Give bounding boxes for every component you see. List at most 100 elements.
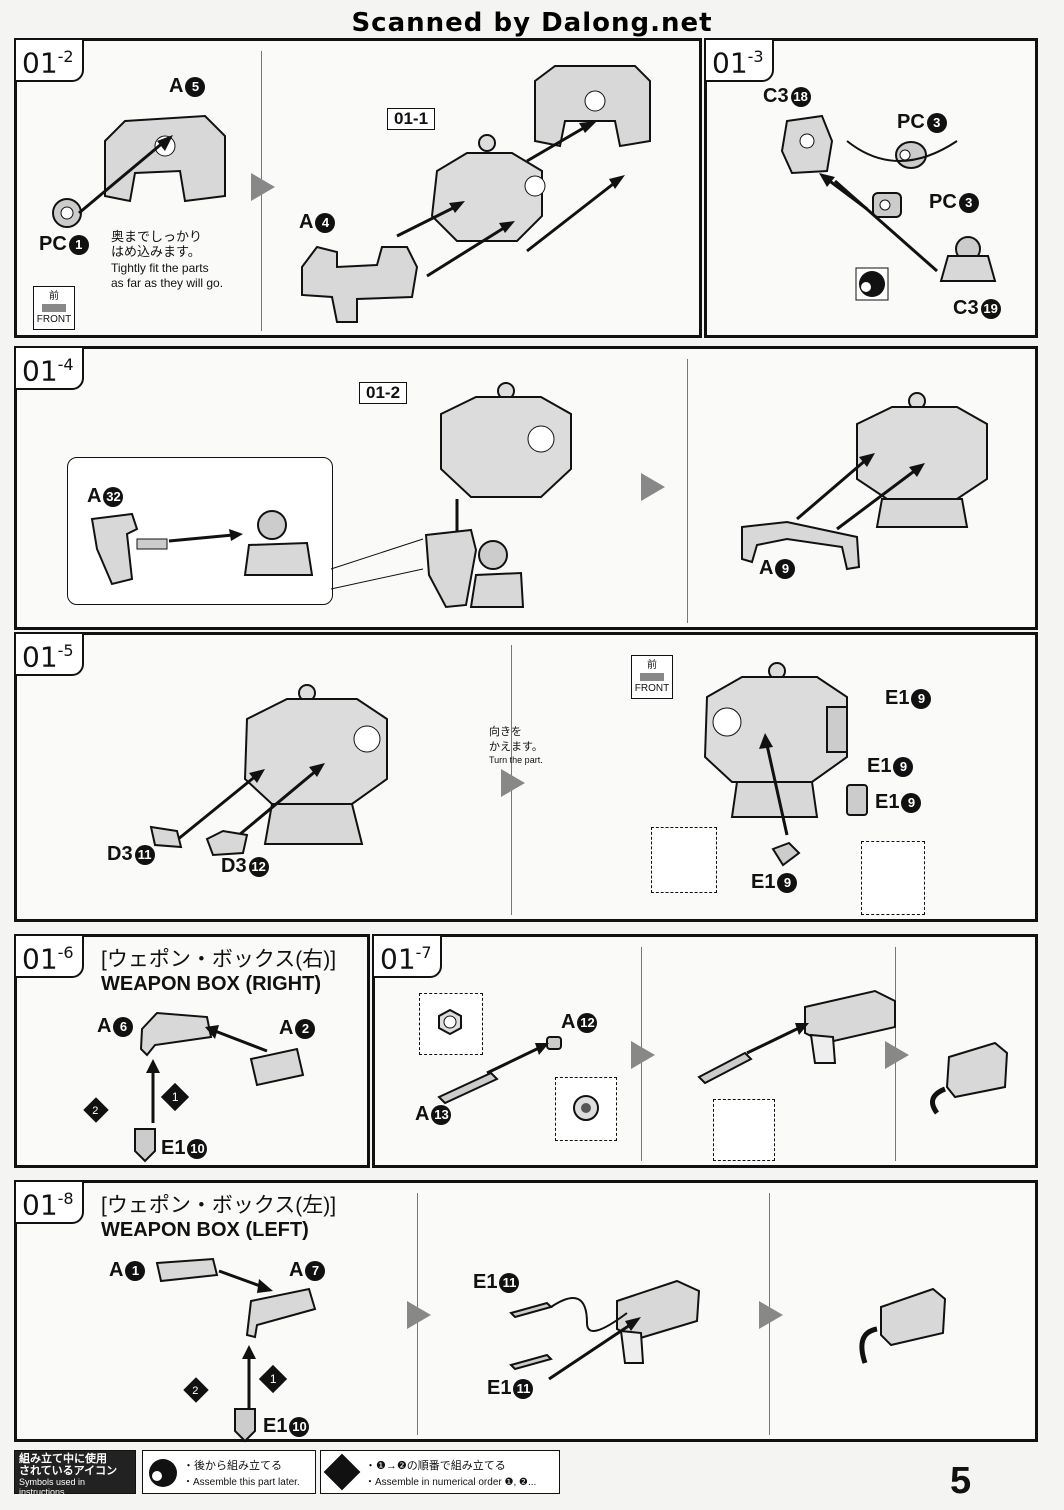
step-01-6-tag: 01-6 xyxy=(14,934,84,979)
callout-pointer xyxy=(330,538,424,590)
next-step-arrow xyxy=(885,1041,909,1069)
part-a5-top-drawing xyxy=(534,65,651,148)
order-2-icon: 2 xyxy=(83,1097,109,1123)
part-e1-11-b-drawing xyxy=(509,1353,553,1371)
assemble-later-icon xyxy=(149,1459,177,1487)
part-e1-9-drawing xyxy=(846,784,868,816)
assemble-later-icon xyxy=(855,267,889,301)
part-shoulder-drawing xyxy=(424,528,525,609)
hex-hole-icon xyxy=(438,1008,462,1036)
part-weapon-box-rotated-drawing xyxy=(930,1041,1009,1115)
step-01-5-tag: 01-5 xyxy=(14,632,84,677)
next-step-arrow xyxy=(759,1301,783,1329)
part-core-front-drawing xyxy=(703,662,848,818)
step-01-8-title-jp: [ウェポン・ボックス(左)] xyxy=(101,1194,337,1217)
part-a1-drawing xyxy=(155,1257,219,1283)
legend-later-box: ・後から組み立てる ・Assemble this part later. xyxy=(142,1450,316,1494)
front-arrow-icon xyxy=(640,673,664,681)
part-e1-11-a-drawing xyxy=(509,1301,553,1319)
page-number: 5 xyxy=(950,1460,972,1502)
next-step-arrow xyxy=(251,173,275,201)
front-indicator: 前 FRONT xyxy=(631,655,673,699)
part-shoulder-small-drawing xyxy=(243,510,314,576)
part-e1-10-drawing xyxy=(234,1408,256,1443)
step-01-6-title-jp: [ウェポン・ボックス(右)] xyxy=(101,948,337,971)
note-en: Tightly fit the parts as far as they wil… xyxy=(111,261,224,290)
part-a6-drawing xyxy=(139,1011,213,1057)
step-01-6-panel: 01-6 [ウェポン・ボックス(右)] WEAPON BOX (RIGHT) A… xyxy=(14,934,370,1168)
part-a32-drawing xyxy=(90,512,168,586)
next-step-arrow xyxy=(631,1041,655,1069)
note-jp: 奥までしっかり はめ込みます。 xyxy=(111,229,203,259)
part-a7-drawing xyxy=(245,1287,317,1339)
turn-note-jp: 向きを かえます。 xyxy=(489,726,543,753)
step-01-7-tag: 01-7 xyxy=(372,934,442,979)
step-01-8-tag: 01-8 xyxy=(14,1180,84,1225)
step-01-6-title-en: WEAPON BOX (RIGHT) xyxy=(101,973,321,995)
assembly-arrow xyxy=(218,1269,273,1293)
assembly-arrows xyxy=(176,763,325,847)
turn-note-en: Turn the part. xyxy=(489,755,543,765)
assembly-arrow xyxy=(746,1023,809,1055)
part-core-side-drawing xyxy=(243,684,388,845)
part-a4-drawing xyxy=(301,245,419,323)
step-01-2-tag: 01-2 xyxy=(14,38,84,83)
assembly-arrows xyxy=(796,453,925,531)
order-1-icon: 1 xyxy=(160,1082,190,1112)
legend-order-box: ・❶→❷の順番で組み立てる ・Assemble in numerical ord… xyxy=(320,1450,560,1494)
label-ref-01-2: 01-2 xyxy=(359,381,408,404)
part-a13-drawing xyxy=(437,1071,499,1105)
part-e1-9-small-drawing xyxy=(771,841,801,867)
assembly-arrows xyxy=(819,140,958,273)
assembly-arrow xyxy=(205,1025,268,1053)
part-weapon-box-left-rotated-drawing xyxy=(859,1287,947,1364)
part-core-drawing xyxy=(440,382,572,498)
assembly-arrow xyxy=(486,1043,549,1075)
order-2-icon: 2 xyxy=(183,1377,209,1403)
part-c3-18-drawing xyxy=(780,114,834,175)
step-01-8-title-en: WEAPON BOX (LEFT) xyxy=(101,1219,309,1241)
step-01-3-tag: 01-3 xyxy=(704,38,774,83)
next-step-arrow xyxy=(641,473,665,501)
detail-box-left xyxy=(651,827,717,893)
assembly-arrow xyxy=(242,1345,256,1409)
part-weapon-box-drawing xyxy=(804,989,896,1064)
assembly-arrow xyxy=(78,135,173,215)
assembly-arrow xyxy=(168,529,243,543)
detail-box-oval xyxy=(713,1099,775,1161)
next-step-arrow xyxy=(407,1301,431,1329)
front-arrow-icon xyxy=(42,304,66,312)
front-indicator: 前 FRONT xyxy=(33,286,75,330)
order-icon xyxy=(323,1453,361,1491)
part-weapon-box-left-drawing xyxy=(616,1279,701,1364)
detail-box-right xyxy=(861,841,925,915)
part-c3-19-drawing xyxy=(939,236,997,282)
part-d3-11-drawing xyxy=(149,825,183,849)
part-a9-drawing xyxy=(741,520,861,571)
part-pc1-drawing xyxy=(52,198,82,228)
